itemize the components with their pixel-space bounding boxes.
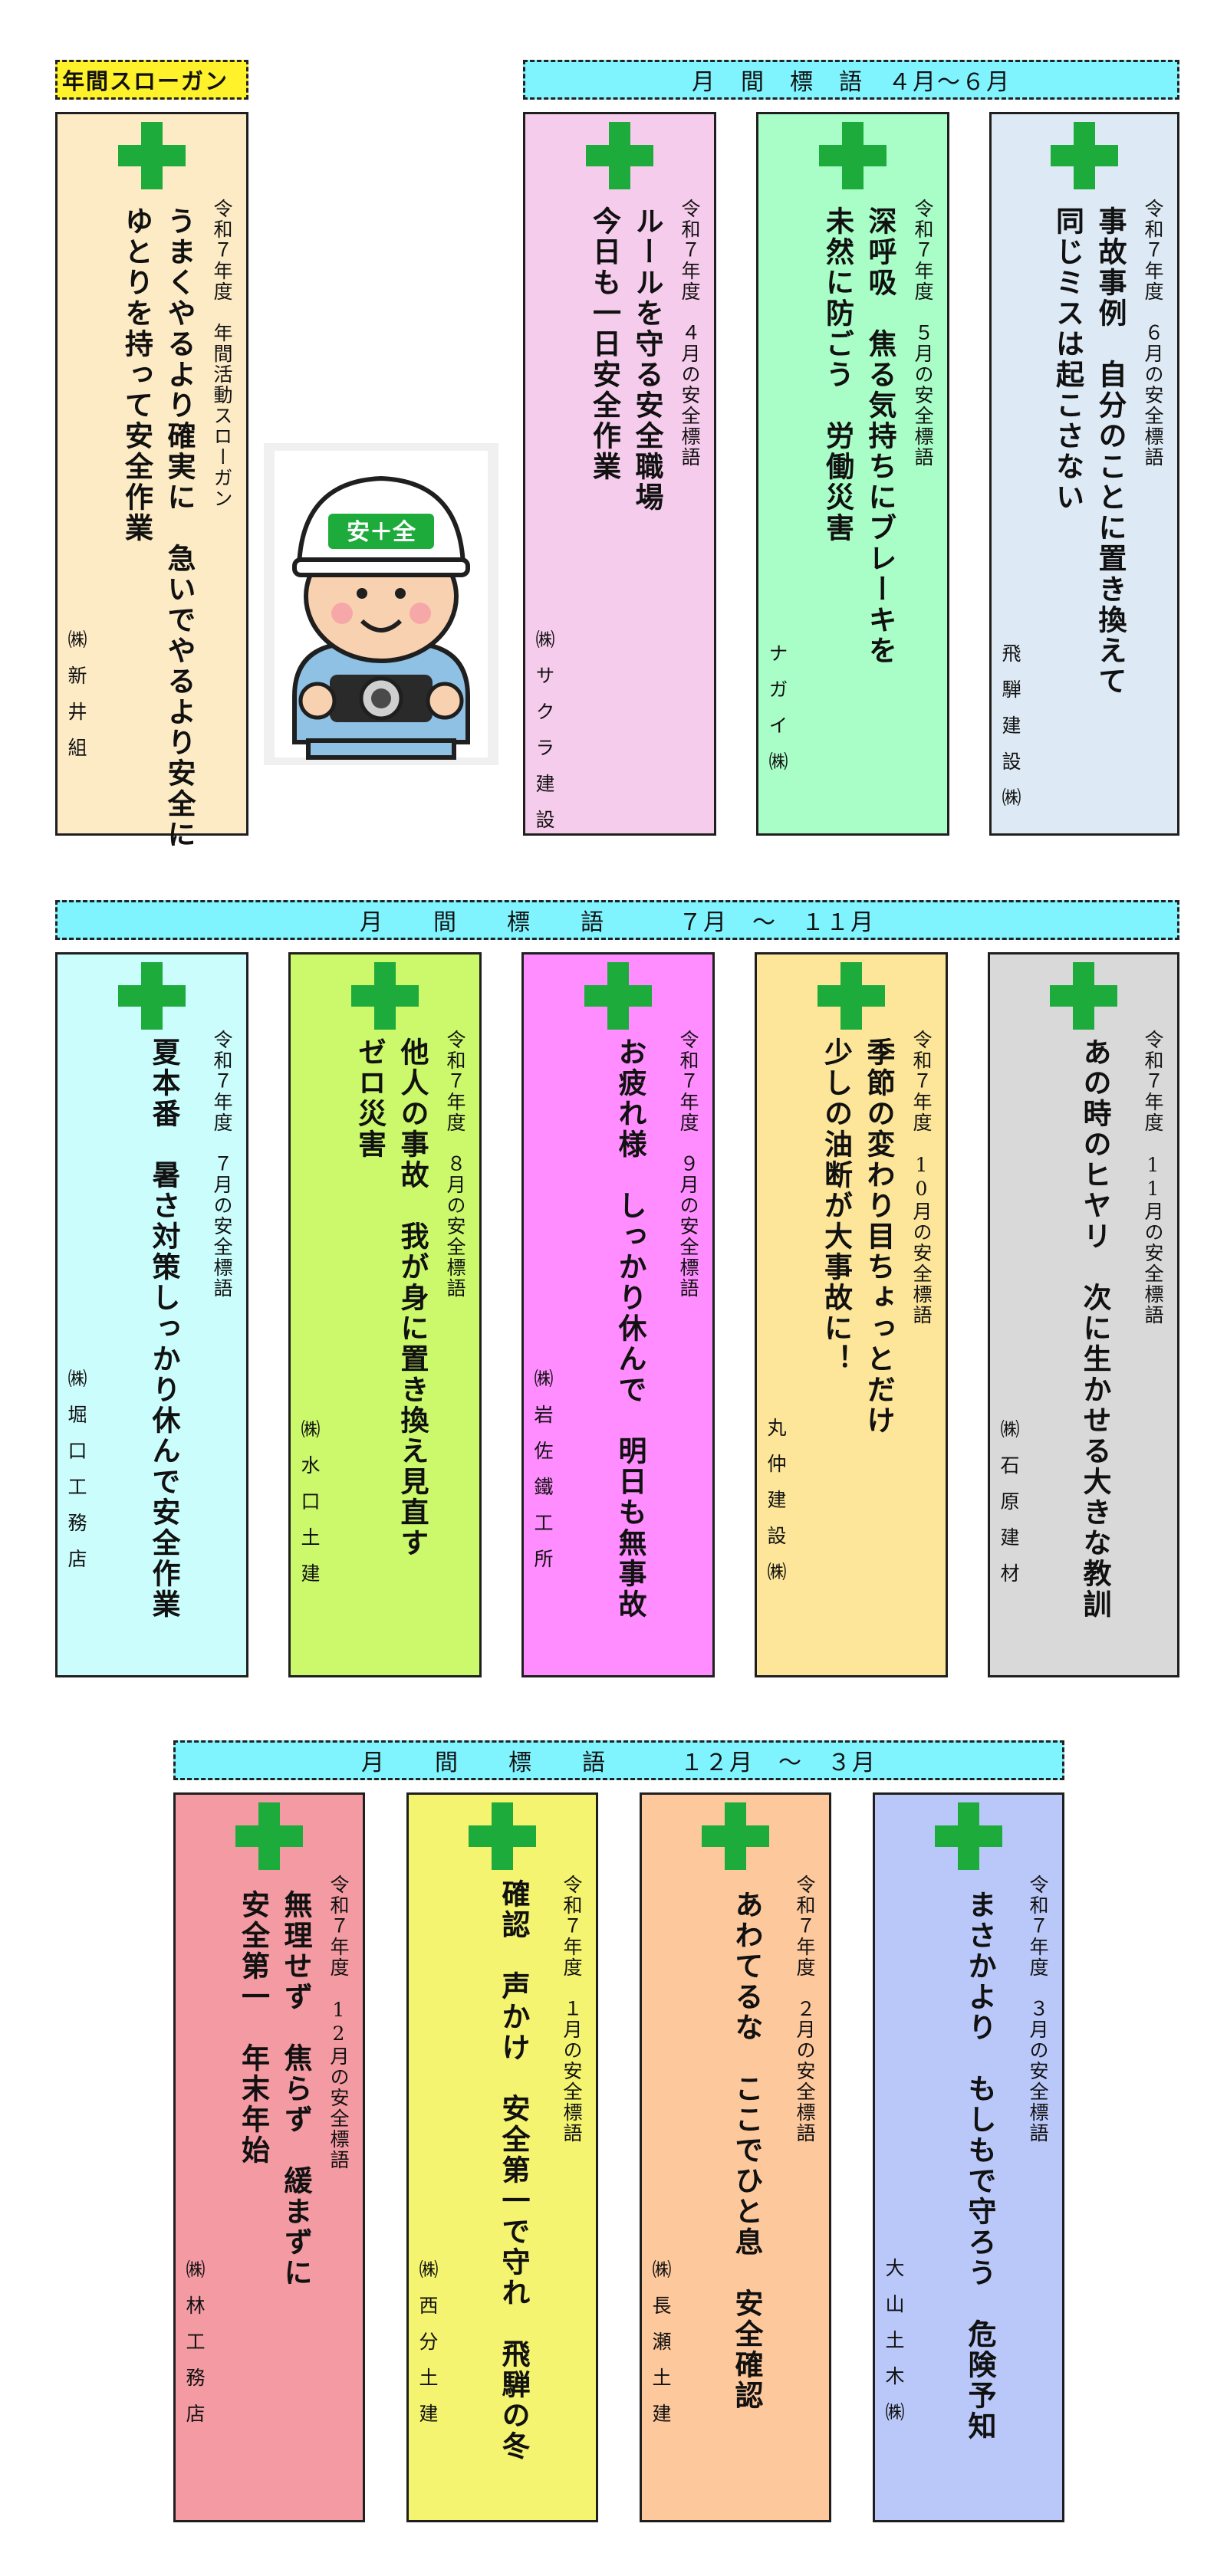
annual-slogan-card: 令和７年度 年間活動スローガン うまくやるより確実に 急いでやるより安全に ゆと… xyxy=(55,112,248,850)
card-year-label: 令和７年度 ９月の安全標語 xyxy=(677,1030,699,1299)
card-slogan: 確認 声かけ 安全第一で守れ 飛騨の冬 xyxy=(497,1879,531,2462)
monthly-banner-jul-nov: 月 間 標 語 ７月 ～ １１月 xyxy=(55,900,1179,940)
green-cross-icon xyxy=(235,1802,303,1870)
card-year-label: 令和７年度 ８月の安全標語 xyxy=(444,1030,466,1299)
green-cross-icon xyxy=(469,1802,536,1870)
card-year-label: 令和７年度 ５月の安全標語 xyxy=(912,199,934,468)
card-august: 令和７年度 ８月の安全標語 他人の事故 我が身に置き換え見直す ゼロ災害 ㈱水口… xyxy=(288,952,482,1677)
green-cross-icon xyxy=(586,122,653,189)
green-cross-icon xyxy=(118,122,186,189)
card-company: ㈱新井組 xyxy=(65,629,87,774)
card-september: 令和７年度 ９月の安全標語 お疲れ様 しっかり休んで 明日も無事故 ㈱岩佐鐵工所 xyxy=(521,952,715,1677)
card-november: 令和７年度 11月の安全標語 あの時のヒヤリ 次に生かせる大きな教訓 ㈱石原建材 xyxy=(988,952,1179,1677)
green-cross-icon xyxy=(1050,962,1117,1030)
card-slogan: あわてるな ここでひと息 安全確認 xyxy=(730,1890,764,2411)
card-company: ㈱堀口工務店 xyxy=(65,1368,87,1585)
card-company: ㈱長瀬土建 xyxy=(650,2259,672,2440)
card-company: ㈱石原建材 xyxy=(998,1419,1020,1599)
green-cross-icon xyxy=(118,962,186,1030)
card-company: 大山土木㈱ xyxy=(883,2258,905,2438)
green-cross-icon xyxy=(819,122,887,189)
card-slogan: お疲れ様 しっかり休んで 明日も無事故 xyxy=(614,1037,647,1620)
card-year-label: 令和７年度 ６月の安全標語 xyxy=(1142,199,1164,468)
card-february: 令和７年度 ２月の安全標語 あわてるな ここでひと息 安全確認 ㈱長瀬土建 xyxy=(640,1792,831,2522)
banner-label: 月 間 標 語 ４月～６月 xyxy=(692,69,1011,96)
card-year-label: 令和７年度 年間活動スローガン xyxy=(211,199,233,509)
card-year-label: 令和７年度 ２月の安全標語 xyxy=(794,1875,816,2144)
green-cross-icon xyxy=(935,1802,1002,1870)
card-year-label: 令和７年度 ４月の安全標語 xyxy=(679,199,701,468)
card-company: ㈱岩佐鐵工所 xyxy=(531,1368,554,1585)
card-company: 飛騨建設㈱ xyxy=(999,643,1021,823)
card-year-label: 令和７年度 12月の安全標語 xyxy=(327,1875,350,2170)
card-january: 令和７年度 １月の安全標語 確認 声かけ 安全第一で守れ 飛騨の冬 ㈱西分土建 xyxy=(406,1792,598,2522)
card-slogan: うまくやるより確実に 急いでやるより安全に ゆとりを持って安全作業 xyxy=(120,206,197,850)
card-may: 令和７年度 ５月の安全標語 深呼吸 焦る気持ちにブレーキを 未然に防ごう 労働災… xyxy=(756,112,949,836)
card-slogan: あの時のヒヤリ 次に生かせる大きな教訓 xyxy=(1078,1037,1112,1620)
card-year-label: 令和７年度 11月の安全標語 xyxy=(1142,1030,1164,1326)
card-slogan: 夏本番 暑さ対策しっかり休んで安全作業 xyxy=(147,1037,181,1620)
card-company: ㈱林工務店 xyxy=(183,2259,206,2440)
card-company: ㈱サクラ建設 xyxy=(533,629,555,846)
card-company: ㈱水口土建 xyxy=(298,1419,321,1599)
card-december: 令和７年度 12月の安全標語 無理せず 焦らず 緩まずに 安全第一 年末年始 ㈱… xyxy=(173,1792,365,2522)
banner-label: 月 間 標 語 ７月 ～ １１月 xyxy=(360,909,875,936)
card-slogan: 季節の変わり目ちょっとだけ 少しの油断が大事故に！ xyxy=(819,1037,896,1436)
card-april: 令和７年度 ４月の安全標語 ルールを守る安全職場 今日も一日安全作業 ㈱サクラ建… xyxy=(523,112,716,846)
monthly-banner-apr-jun: 月 間 標 語 ４月～６月 xyxy=(523,60,1179,100)
card-october: 令和７年度 10月の安全標語 季節の変わり目ちょっとだけ 少しの油断が大事故に！… xyxy=(755,952,948,1677)
banner-label: 年間スローガン xyxy=(62,68,229,94)
card-company: ㈱西分土建 xyxy=(416,2259,439,2440)
mascot-helmet-text: 安＋全 xyxy=(347,519,416,546)
card-year-label: 令和７年度 １月の安全標語 xyxy=(561,1875,583,2144)
banner-label: 月 間 標 語 １２月 ～ ３月 xyxy=(361,1750,877,1776)
card-june: 令和７年度 ６月の安全標語 事故事例 自分のことに置き換えて 同じミスは起こさな… xyxy=(989,112,1179,836)
green-cross-icon xyxy=(702,1802,769,1870)
card-year-label: 令和７年度 ３月の安全標語 xyxy=(1027,1875,1049,2144)
green-cross-icon xyxy=(1051,122,1118,189)
card-slogan: 事故事例 自分のことに置き換えて 同じミスは起こさない xyxy=(1051,206,1128,697)
green-cross-icon xyxy=(817,962,885,1030)
card-july: 令和７年度 ７月の安全標語 夏本番 暑さ対策しっかり休んで安全作業 ㈱堀口工務店 xyxy=(55,952,248,1677)
card-company: 丸仲建設㈱ xyxy=(765,1418,787,1598)
card-slogan: ルールを守る安全職場 今日も一日安全作業 xyxy=(587,206,665,513)
card-year-label: 令和７年度 10月の安全標語 xyxy=(910,1030,933,1326)
card-slogan: 無理せず 焦らず 緩まずに 安全第一 年末年始 xyxy=(236,1890,314,2288)
card-company: ナガイ㈱ xyxy=(766,643,788,787)
card-march: 令和７年度 ３月の安全標語 まさかより もしもで守ろう 危険予知 大山土木㈱ xyxy=(873,1792,1064,2522)
mascot-worker-illustration: 安＋全 xyxy=(264,443,498,765)
monthly-banner-dec-mar: 月 間 標 語 １２月 ～ ３月 xyxy=(173,1740,1064,1780)
card-slogan: 深呼吸 焦る気持ちにブレーキを 未然に防ごう 労働災害 xyxy=(821,206,898,666)
card-year-label: 令和７年度 ７月の安全標語 xyxy=(211,1030,233,1299)
green-cross-icon xyxy=(351,962,419,1030)
card-slogan: 他人の事故 我が身に置き換え見直す ゼロ災害 xyxy=(353,1037,430,1559)
green-cross-icon xyxy=(584,962,652,1030)
card-slogan: まさかより もしもで守ろう 危険予知 xyxy=(963,1890,997,2442)
annual-slogan-banner: 年間スローガン xyxy=(55,60,248,100)
